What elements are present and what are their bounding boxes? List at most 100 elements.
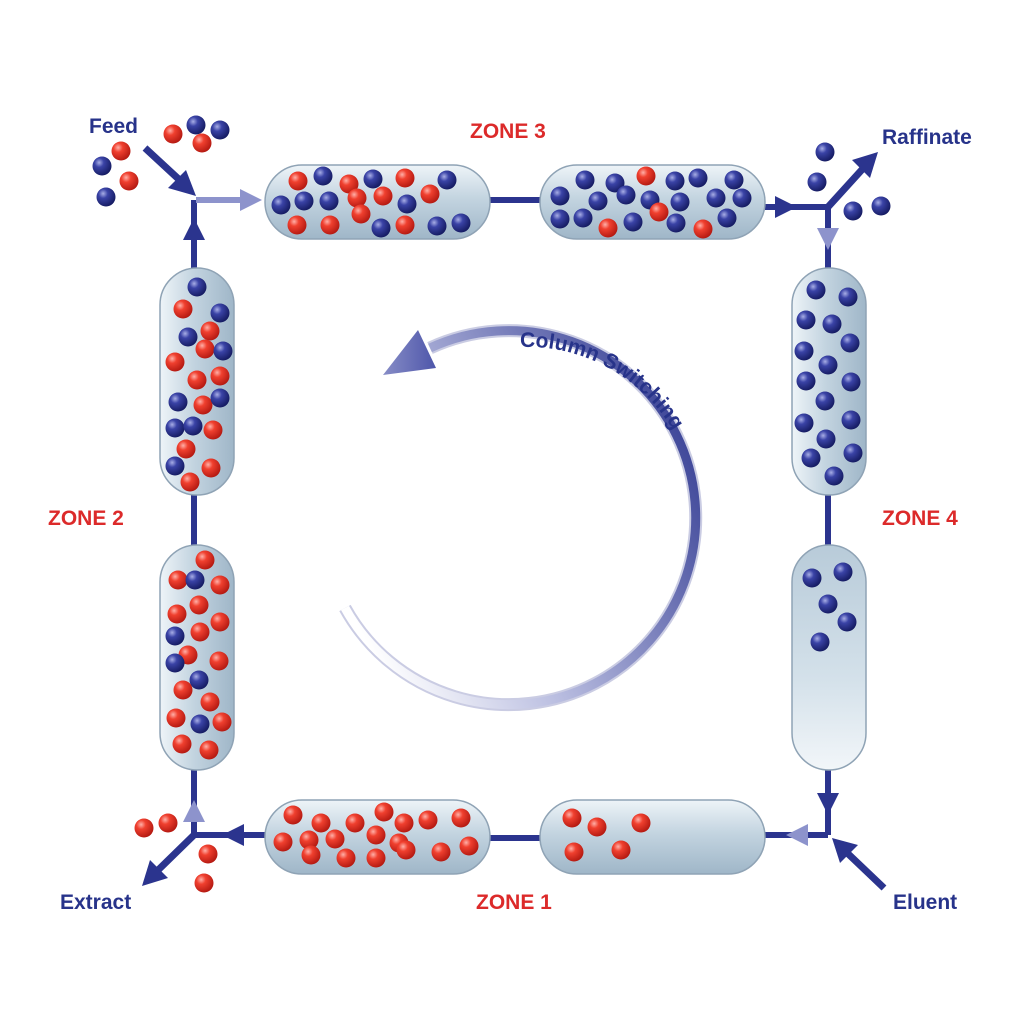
red-particle xyxy=(200,692,220,712)
red-particle xyxy=(158,813,178,833)
blue-particle xyxy=(210,303,230,323)
cycle-label: Column Switching xyxy=(520,329,689,434)
red-particle xyxy=(201,458,221,478)
red-particle xyxy=(199,740,219,760)
blue-particle xyxy=(573,208,593,228)
blue-particle xyxy=(165,626,185,646)
cycle-label-text: Column Switching xyxy=(520,329,689,434)
red-particle xyxy=(394,813,414,833)
red-particle xyxy=(283,805,303,825)
blue-particle xyxy=(818,355,838,375)
red-particle xyxy=(210,366,230,386)
zone1-column-a xyxy=(273,802,479,868)
blue-particle xyxy=(843,201,863,221)
zone-3-label: ZONE 3 xyxy=(470,120,546,143)
red-particle xyxy=(459,836,479,856)
red-particle xyxy=(173,299,193,319)
red-particle xyxy=(564,842,584,862)
zone-2-label: ZONE 2 xyxy=(48,507,124,530)
blue-particle xyxy=(427,216,447,236)
blue-particle xyxy=(168,392,188,412)
zone-1-label: ZONE 1 xyxy=(476,891,552,914)
red-particle xyxy=(165,352,185,372)
extract-label: Extract xyxy=(60,891,132,914)
switching-arrowhead xyxy=(383,330,436,375)
zone2-to-extract-arrowhead xyxy=(183,800,205,822)
red-particle xyxy=(373,186,393,206)
blue-particle xyxy=(187,277,207,297)
red-particle xyxy=(562,808,582,828)
zone4-column-a xyxy=(794,280,863,486)
red-particle xyxy=(345,813,365,833)
blue-particle xyxy=(185,570,205,590)
red-particle xyxy=(301,845,321,865)
blue-particle xyxy=(816,429,836,449)
blue-particle xyxy=(550,186,570,206)
red-particle xyxy=(176,439,196,459)
blue-particle xyxy=(801,448,821,468)
blue-particle xyxy=(871,196,891,216)
red-particle xyxy=(192,133,212,153)
blue-particle xyxy=(665,171,685,191)
blue-particle xyxy=(190,714,210,734)
red-particle xyxy=(200,321,220,341)
columns xyxy=(159,164,867,875)
red-particle xyxy=(431,842,451,862)
zone3-column-a xyxy=(271,166,471,238)
red-particle xyxy=(287,215,307,235)
blue-particle xyxy=(806,280,826,300)
blue-particle xyxy=(213,341,233,361)
red-particle xyxy=(395,168,415,188)
red-particle xyxy=(210,612,230,632)
blue-particle xyxy=(616,185,636,205)
blue-particle xyxy=(165,418,185,438)
red-particle xyxy=(351,204,371,224)
blue-particle xyxy=(397,194,417,214)
red-particle xyxy=(111,141,131,161)
blue-particle xyxy=(623,212,643,232)
red-particle xyxy=(212,712,232,732)
blue-particle xyxy=(92,156,112,176)
red-particle xyxy=(420,184,440,204)
red-particle xyxy=(273,832,293,852)
blue-particle xyxy=(165,456,185,476)
blue-particle xyxy=(670,192,690,212)
zone2-column-b xyxy=(165,550,232,760)
blue-particle xyxy=(186,115,206,135)
red-particle xyxy=(163,124,183,144)
blue-particle xyxy=(588,191,608,211)
red-particle xyxy=(173,680,193,700)
blue-particle xyxy=(363,169,383,189)
zone1-to-extract-arrowhead xyxy=(222,824,244,846)
pipes xyxy=(191,197,831,841)
blue-particle xyxy=(810,632,830,652)
red-particle xyxy=(193,395,213,415)
blue-particle xyxy=(841,410,861,430)
blue-particle xyxy=(706,188,726,208)
zone-4-label: ZONE 4 xyxy=(882,507,958,530)
blue-particle xyxy=(802,568,822,588)
red-particle xyxy=(611,840,631,860)
zone1-column-b xyxy=(562,808,651,862)
red-particle xyxy=(631,813,651,833)
zone4-to-eluent-arrowhead xyxy=(817,793,839,815)
blue-particle xyxy=(210,120,230,140)
blue-particle xyxy=(796,310,816,330)
raffinate-outlet-line xyxy=(825,160,871,210)
raffinate-label: Raffinate xyxy=(882,126,972,149)
red-particle xyxy=(418,810,438,830)
blue-particle xyxy=(550,209,570,229)
blue-particle xyxy=(189,670,209,690)
red-particle xyxy=(299,830,319,850)
red-particle xyxy=(396,840,416,860)
red-particle xyxy=(636,166,656,186)
raffinate-particles xyxy=(807,142,891,221)
blue-particle xyxy=(165,653,185,673)
feed-particles xyxy=(92,115,230,207)
red-particle xyxy=(649,202,669,222)
eluent-inlet-line xyxy=(839,845,887,891)
red-particle xyxy=(195,339,215,359)
blue-particle xyxy=(824,466,844,486)
blue-particle xyxy=(371,218,391,238)
